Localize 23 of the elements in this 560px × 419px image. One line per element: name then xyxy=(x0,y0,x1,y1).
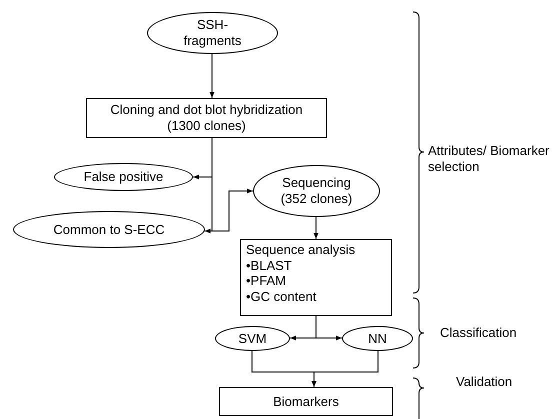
arrow xyxy=(212,138,254,232)
node-label: Sequencing (352 clones) xyxy=(280,175,354,207)
list-item: •PFAM xyxy=(246,273,286,289)
list-item: •BLAST xyxy=(246,258,292,274)
node-label: Common to S-ECC xyxy=(53,222,165,238)
node-label: SSH- fragments xyxy=(182,17,242,49)
node-label: Biomarkers xyxy=(273,394,339,410)
process-box xyxy=(86,98,327,138)
node-label: SVM xyxy=(238,330,267,346)
process-box xyxy=(219,387,393,416)
arrow xyxy=(312,350,378,388)
arrow xyxy=(210,54,214,98)
stage-label: Attributes/ Biomarker selection xyxy=(428,143,550,176)
node-label: False positive xyxy=(84,169,164,185)
process-box xyxy=(240,239,392,316)
node-label: NN xyxy=(368,330,387,346)
stage-label: Validation xyxy=(456,374,514,390)
arrow xyxy=(316,316,343,340)
list-item: •GC content xyxy=(246,288,316,304)
node-label: Cloning and dot blot hybridization (1300 clones) xyxy=(109,102,304,134)
arrow xyxy=(314,216,318,240)
node-heading: Sequence analysis xyxy=(246,242,356,258)
stage-label: Classification xyxy=(440,325,518,342)
